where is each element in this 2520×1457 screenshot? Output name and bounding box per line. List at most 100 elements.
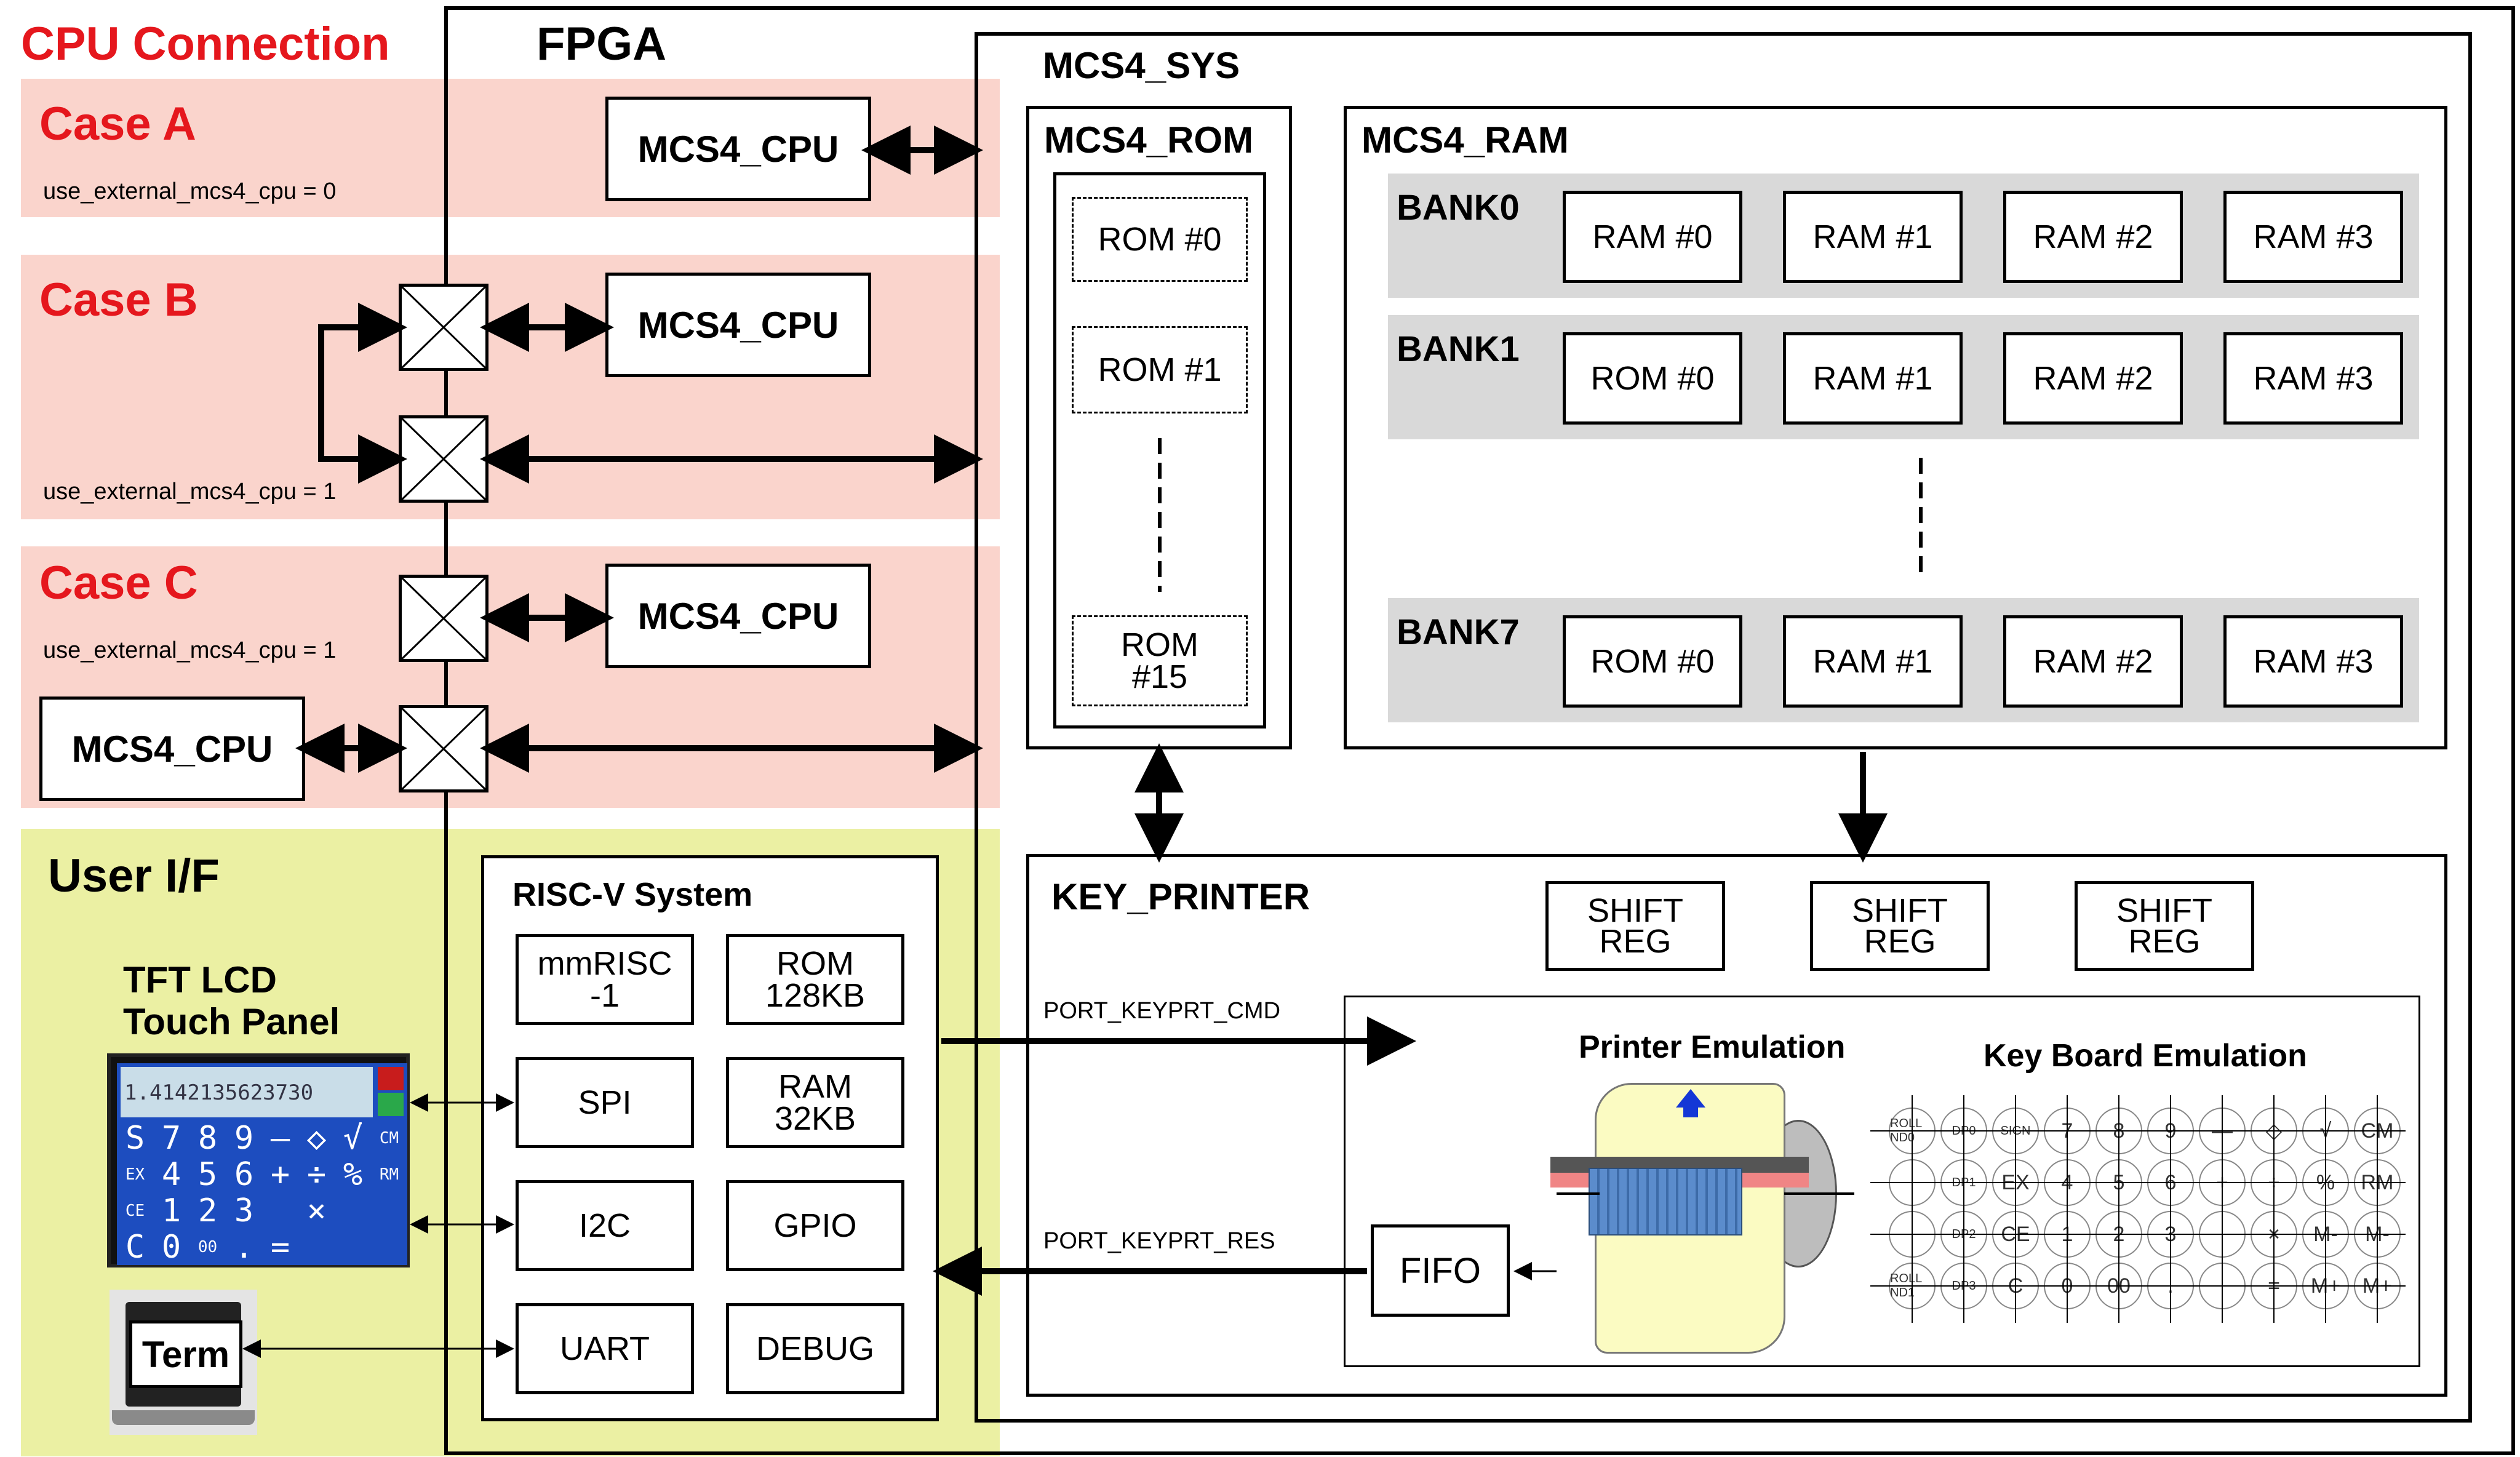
shift-reg-0-line2: REG	[1599, 923, 1672, 960]
shift-reg-1-line2: REG	[1864, 923, 1936, 960]
ram-bank-1-cell-2: RAM #2	[2003, 332, 2183, 425]
lcd-key-0-5-label: ◇	[306, 1119, 327, 1157]
rom-1: ROM #1	[1072, 326, 1248, 413]
lcd-key-0-4: —	[262, 1119, 298, 1157]
laptop-base	[112, 1410, 255, 1425]
riscv-block-5: GPIO	[726, 1180, 904, 1271]
lcd-key-1-4-label: +	[270, 1156, 290, 1193]
lcd-key-1-0-label: EX	[125, 1165, 145, 1184]
lcd-key-2-1: 1	[153, 1192, 189, 1229]
riscv-block-0-line2: -1	[589, 977, 620, 1014]
ram-bank-2-cell-3: RAM #3	[2223, 615, 2403, 708]
riscv-block-5-line1: GPIO	[773, 1207, 857, 1244]
riscv-block-1-line1: ROM	[776, 945, 854, 982]
lcd-key-3-4: =	[262, 1229, 298, 1266]
lcd-key-1-6-label: %	[343, 1156, 363, 1193]
ram-bank-0-cell-2: RAM #2	[2003, 191, 2183, 283]
case-c-param: use_external_mcs4_cpu = 1	[43, 637, 337, 663]
ram-bank-2-cell-0: ROM #0	[1563, 615, 1742, 708]
lcd-key-0-2: 8	[189, 1120, 226, 1157]
key-printer-title: KEY_PRINTER	[1051, 876, 1310, 917]
lcd-key-2-2: 2	[189, 1192, 226, 1229]
lcd-key-1-3-label: 6	[234, 1156, 254, 1193]
riscv-block-4: I2C	[516, 1180, 694, 1271]
case-b-cpu: MCS4_CPU	[605, 273, 871, 377]
user-if-title: User I/F	[48, 850, 220, 902]
lcd-key-0-7-label: CM	[379, 1128, 399, 1148]
ram-bank-1-cell-0: ROM #0	[1563, 332, 1742, 425]
ram-bank-0-label: BANK0	[1397, 188, 1520, 228]
shift-reg-2-line1: SHIFT	[2116, 892, 2212, 929]
lcd-key-1-2: 5	[189, 1156, 226, 1193]
ram-bank-1-label: BANK1	[1397, 329, 1520, 369]
shift-reg-1-line1: SHIFT	[1852, 892, 1948, 929]
lcd-key-2-0-label: CE	[125, 1201, 145, 1220]
lcd-key-0-6: √	[335, 1120, 371, 1157]
lcd-key-3-0: C	[117, 1228, 153, 1266]
lcd-key-0-4-label: —	[270, 1119, 290, 1157]
lcd-indicator-green	[378, 1093, 404, 1116]
lcd-key-3-2: 00	[189, 1229, 226, 1265]
case-c-title: Case C	[39, 557, 198, 609]
port-res-label: PORT_KEYPRT_RES	[1043, 1228, 1275, 1254]
keyboard-emulation-label: Key Board Emulation	[1984, 1038, 2307, 1074]
case-a-param: use_external_mcs4_cpu = 0	[43, 178, 337, 204]
lcd-display-value: 1.4142135623730	[124, 1080, 314, 1105]
lcd-key-2-1-label: 1	[161, 1192, 181, 1229]
shift-reg-2-line2: REG	[2128, 923, 2201, 960]
riscv-block-6-line1: UART	[559, 1330, 650, 1367]
lcd-key-1-0: EX	[117, 1156, 153, 1192]
fpga-title: FPGA	[536, 18, 667, 70]
lcd-key-0-1: 7	[153, 1120, 189, 1157]
case-b-loop	[318, 303, 407, 484]
printer-head-stack	[1589, 1168, 1742, 1235]
lcd-key-1-7: RM	[371, 1156, 407, 1192]
lcd-key-2-5-label: ×	[306, 1192, 327, 1229]
lcd-display-area: 1.4142135623730	[121, 1067, 373, 1117]
switch-cross-b-2	[400, 576, 487, 661]
lcd-key-0-7: CM	[371, 1120, 407, 1156]
lcd-key-3-2-label: 00	[197, 1237, 218, 1256]
lcd-key-1-7-label: RM	[379, 1165, 399, 1184]
shift-reg-0-line1: SHIFT	[1587, 892, 1683, 929]
lcd-indicator-red	[378, 1067, 404, 1090]
lcd-label-line1: TFT LCD	[123, 959, 277, 1000]
case-c-cpu: MCS4_CPU	[605, 564, 871, 668]
ram-bank-0-cell-0: RAM #0	[1563, 191, 1742, 283]
riscv-block-2-line1: SPI	[578, 1084, 632, 1121]
lcd-key-1-3: 6	[226, 1156, 262, 1193]
riscv-block-0: mmRISC-1	[516, 934, 694, 1025]
lcd-key-3-1: 0	[153, 1229, 189, 1266]
cpu-connection-title: CPU Connection	[21, 18, 390, 70]
ram-bank-2-cell-1: RAM #1	[1783, 615, 1963, 708]
lcd-key-1-2-label: 5	[197, 1156, 218, 1193]
lcd-key-0-0: S	[117, 1119, 153, 1157]
ram-bank-0-cell-3: RAM #3	[2223, 191, 2403, 283]
mcs4-ram-title: MCS4_RAM	[1362, 119, 1569, 161]
riscv-block-3-line2: 32KB	[774, 1100, 856, 1137]
ram-bank-2-label: BANK7	[1397, 612, 1520, 652]
case-c-external-cpu: MCS4_CPU	[39, 697, 305, 801]
lcd-key-3-0-label: C	[125, 1228, 145, 1266]
case-b-title: Case B	[39, 274, 198, 326]
lcd-key-2-3: 3	[226, 1192, 262, 1229]
lcd-key-1-4: +	[262, 1156, 298, 1193]
printer-emulation-label: Printer Emulation	[1579, 1029, 1846, 1065]
lcd-key-1-1: 4	[153, 1156, 189, 1193]
rom-15-line1: ROM	[1121, 626, 1198, 663]
lcd-key-0-0-label: S	[125, 1119, 145, 1157]
keyboard-key-3-0-label: ROLL ND1	[1890, 1272, 1922, 1299]
riscv-block-7-line1: DEBUG	[756, 1330, 875, 1367]
case-a-title: Case A	[39, 98, 196, 150]
mcs4-sys-title: MCS4_SYS	[1043, 45, 1240, 86]
lcd-key-2-0: CE	[117, 1192, 153, 1229]
lcd-label-line2: Touch Panel	[123, 1001, 340, 1042]
